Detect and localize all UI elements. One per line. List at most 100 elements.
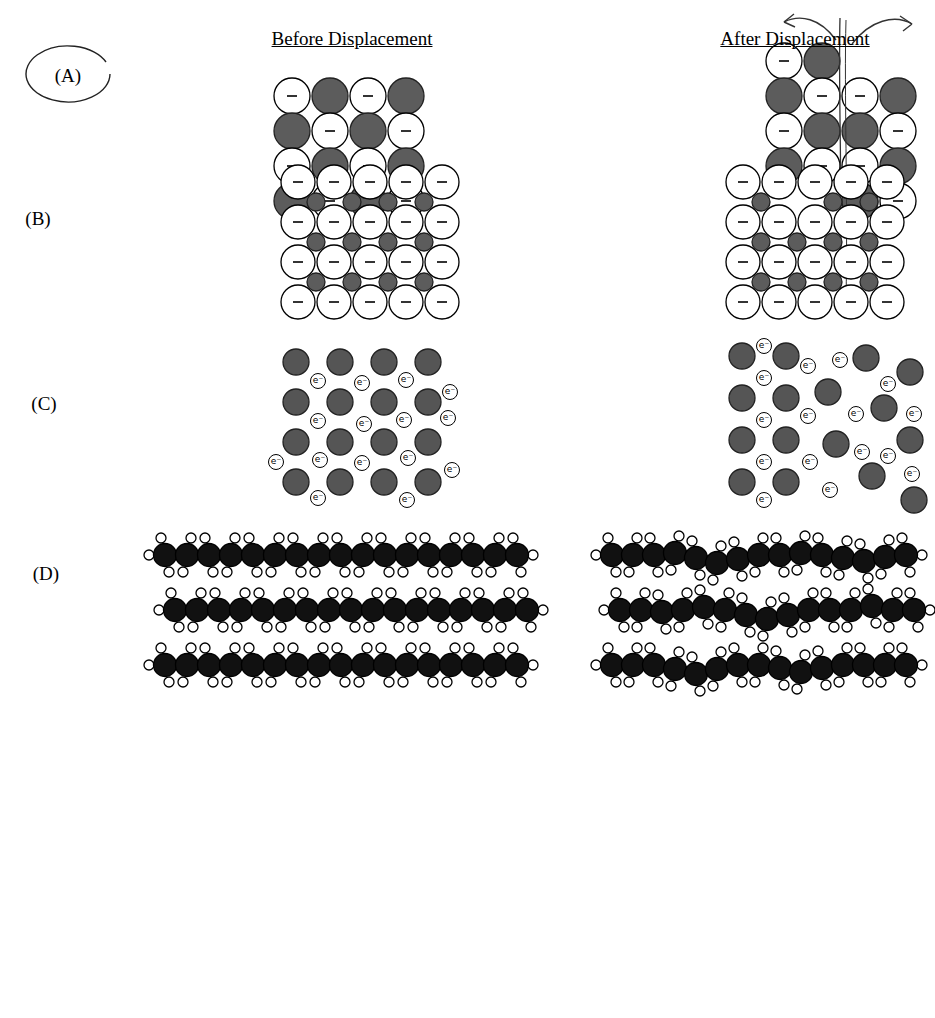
anion (762, 285, 796, 319)
hydrogen-atom (905, 567, 915, 577)
minus-sign (810, 261, 820, 263)
hydrogen-atom (186, 533, 196, 543)
carbon-atom (853, 654, 876, 677)
hydrogen-atom (464, 643, 474, 653)
cation (766, 78, 802, 114)
carbon-atom (874, 546, 897, 569)
carbon-atom (664, 542, 687, 565)
carbon-atom (685, 547, 708, 570)
hydrogen-atom (624, 567, 634, 577)
hydrogen-atom (464, 533, 474, 543)
row-label: (D) (33, 563, 59, 585)
hydrogen-atom (430, 588, 440, 598)
carbon-atom (506, 544, 529, 567)
hydrogen-atom (186, 643, 196, 653)
hydrogen-atom (871, 618, 881, 628)
carbon-atom (186, 599, 209, 622)
circle-outline (26, 46, 110, 102)
electron-symbol: e⁻ (759, 457, 769, 466)
hydrogen-atom (244, 533, 254, 543)
electron: e⁻ (822, 482, 838, 498)
carbon-atom (428, 599, 451, 622)
hydrogen-atom (442, 677, 452, 687)
hydrogen-atom (174, 622, 184, 632)
minus-sign (401, 301, 411, 303)
hydrogen-atom (472, 567, 482, 577)
hydrogen-atom (653, 677, 663, 687)
anion (726, 285, 760, 319)
anion (762, 245, 796, 279)
electron: e⁻ (444, 462, 460, 478)
hydrogen-atom (262, 622, 272, 632)
anion (388, 113, 424, 149)
hydrogen-atom (516, 567, 526, 577)
electron: e⁻ (440, 410, 456, 426)
hydrogen-atom (917, 550, 927, 560)
hydrogen-atom (695, 585, 705, 595)
carbon-atom (882, 599, 905, 622)
hydrogen-atom (842, 536, 852, 546)
carbon-atom (264, 654, 287, 677)
carbon-atom (308, 544, 331, 567)
minus-sign (817, 95, 827, 97)
hydrogen-atom (354, 677, 364, 687)
anion (281, 165, 315, 199)
hydrogen-atom (779, 680, 789, 690)
hydrogen-atom (813, 533, 823, 543)
carbon-atom (516, 599, 539, 622)
hydrogen-atom (632, 643, 642, 653)
cation (307, 233, 325, 251)
electron: e⁻ (268, 454, 284, 470)
electron: e⁻ (800, 408, 816, 424)
hydrogen-atom (288, 643, 298, 653)
minus-sign (401, 130, 411, 132)
hydrogen-atom (632, 533, 642, 543)
anion (389, 165, 423, 199)
cation (350, 113, 386, 149)
hydrogen-atom (284, 588, 294, 598)
minus-sign (325, 130, 335, 132)
metal-ion (871, 395, 897, 421)
hydrogen-atom (716, 622, 726, 632)
hydrogen-atom (376, 533, 386, 543)
electron: e⁻ (400, 450, 416, 466)
electron: e⁻ (832, 352, 848, 368)
hydrogen-atom (222, 567, 232, 577)
carbon-atom (418, 544, 441, 567)
hydrogen-atom (591, 550, 601, 560)
carbon-atom (330, 654, 353, 677)
electron: e⁻ (904, 466, 920, 482)
column-heading: After Displacement (720, 28, 869, 50)
metal-ion (283, 389, 309, 415)
carbon-atom (506, 654, 529, 677)
electron: e⁻ (756, 370, 772, 386)
hydrogen-atom (364, 622, 374, 632)
hydrogen-atom (666, 681, 676, 691)
hydrogen-atom (310, 567, 320, 577)
hydrogen-atom (603, 643, 613, 653)
minus-sign (325, 200, 335, 202)
minus-sign (329, 301, 339, 303)
cation (788, 273, 806, 291)
anion (798, 205, 832, 239)
metal-ion (415, 349, 441, 375)
hydrogen-atom (274, 643, 284, 653)
hydrogen-atom (682, 588, 692, 598)
anion (317, 165, 351, 199)
hydrogen-atom (252, 567, 262, 577)
minus-sign (882, 261, 892, 263)
cation (860, 273, 878, 291)
metal-ion (897, 359, 923, 385)
carbon-atom (396, 544, 419, 567)
hydrogen-atom (687, 536, 697, 546)
hydrogen-atom (528, 550, 538, 560)
carbon-atom (819, 599, 842, 622)
carbon-atom (735, 604, 758, 627)
metal-ion (729, 385, 755, 411)
hydrogen-atom (384, 567, 394, 577)
electron-symbol: e⁻ (313, 376, 323, 385)
carbon-atom (176, 544, 199, 567)
hydrogen-atom (494, 643, 504, 653)
hydrogen-atom (917, 660, 927, 670)
anion (389, 245, 423, 279)
